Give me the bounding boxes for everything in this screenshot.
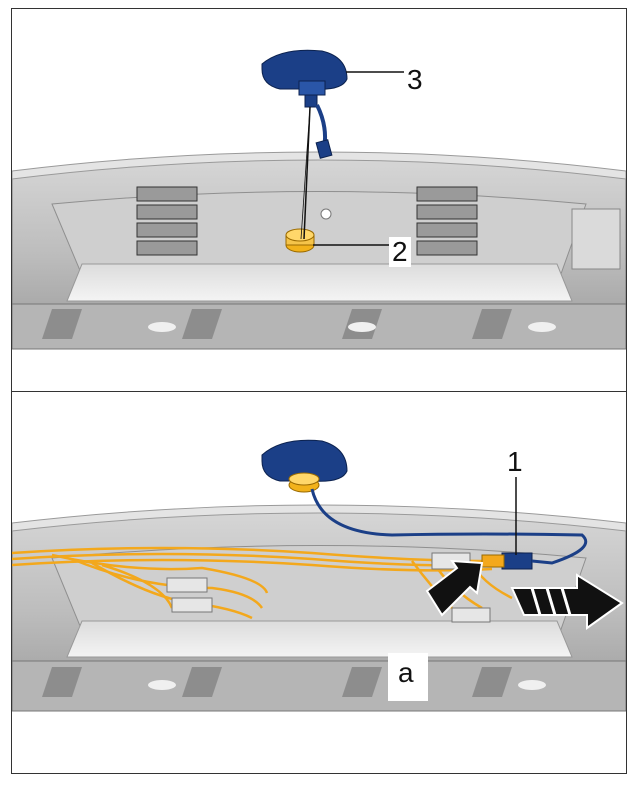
panel-top: 3 2 (12, 9, 626, 391)
sensor (261, 49, 348, 159)
panel-divider (11, 391, 627, 392)
top-illustration (12, 49, 626, 350)
callout-2: 2 (389, 237, 411, 267)
callout-3: 3 (404, 65, 426, 95)
bottom-illustration (12, 439, 626, 712)
callout-1: 1 (504, 447, 526, 477)
pull-arrow-icon (510, 573, 624, 630)
panel-bottom: 1 a (12, 393, 626, 773)
grommet (285, 228, 315, 253)
leader-lines (300, 71, 410, 246)
bumper-body (12, 151, 626, 350)
push-arrow-icon (425, 559, 484, 617)
sensor-connector (481, 552, 533, 570)
callout-a: a (388, 653, 428, 701)
sensor-bottom (261, 439, 588, 565)
